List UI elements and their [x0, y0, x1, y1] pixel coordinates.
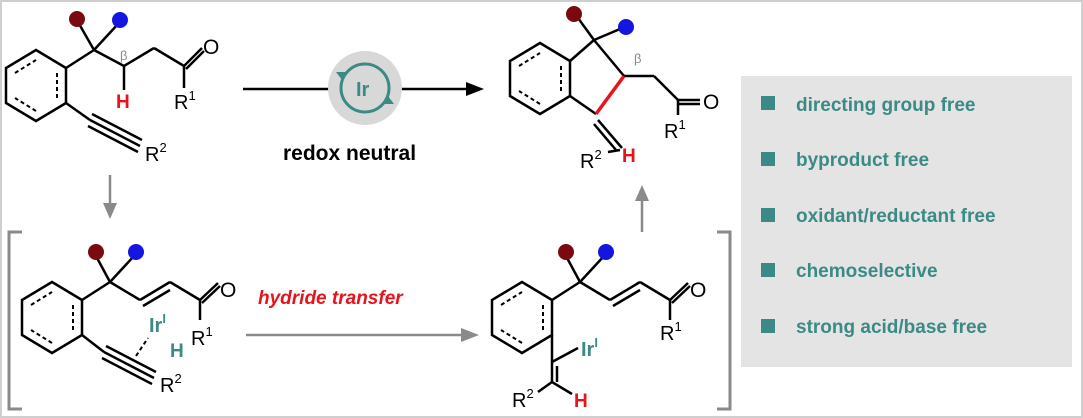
feature-item-4: chemoselective — [761, 261, 938, 282]
r2-label: R2 — [145, 140, 167, 166]
arrowhead-icon — [103, 203, 117, 219]
feature-panel: directing group free byproduct free oxid… — [741, 76, 1072, 367]
substituent-maroon-icon — [558, 244, 574, 260]
feature-item-1: directing group free — [761, 95, 975, 116]
r1-label: R1 — [660, 319, 682, 345]
feature-text-1: directing group free — [796, 95, 975, 116]
intermediate-1: O IrI H R1 R2 — [20, 244, 236, 397]
feature-panel-background — [741, 76, 1072, 367]
new-bond — [594, 74, 626, 116]
feature-item-5: strong acid/base free — [761, 317, 987, 338]
hydride-transfer-arrow: hydride transfer — [246, 288, 479, 342]
ir-i-label: IrI — [149, 311, 166, 337]
oxygen-label: O — [203, 36, 219, 59]
feature-bullet-icon — [761, 96, 775, 110]
h-atom-label: H — [116, 92, 130, 113]
redox-neutral-label: redox neutral — [283, 142, 416, 165]
ir-i-label: IrI — [581, 335, 598, 361]
r2-label: R2 — [160, 371, 182, 397]
h-atom-label: H — [622, 146, 636, 167]
r2-label: R2 — [512, 386, 534, 412]
h-atom-label: H — [170, 341, 184, 362]
catalyst-ir-label: Ir — [356, 79, 370, 101]
feature-text-3: oxidant/reductant free — [796, 206, 996, 227]
substituent-maroon-icon — [69, 11, 85, 27]
down-arrow — [103, 175, 117, 219]
product: β O R1 R2 H — [508, 6, 719, 173]
substituent-blue-icon — [598, 244, 614, 260]
arrowhead-icon — [466, 82, 484, 96]
substituent-blue-icon — [128, 244, 144, 260]
r1-label: R1 — [664, 117, 686, 143]
substituent-maroon-icon — [566, 6, 582, 22]
intermediate-bracket — [7, 230, 732, 411]
h-atom-label: H — [574, 391, 588, 412]
intermediate-2: O IrI R1 R2 H — [490, 244, 706, 412]
feature-item-2: byproduct free — [761, 150, 929, 171]
feature-text-4: chemoselective — [796, 261, 938, 282]
feature-text-5: strong acid/base free — [796, 317, 987, 338]
substituent-maroon-icon — [88, 244, 104, 260]
arrowhead-icon — [461, 328, 479, 342]
starting-material: β H O R1 R2 — [4, 11, 219, 166]
feature-bullet-icon — [761, 319, 775, 333]
oxygen-label: O — [220, 279, 236, 302]
beta-label: β — [634, 51, 641, 66]
r2-label: R2 — [580, 147, 602, 173]
r1-label: R1 — [191, 324, 213, 350]
catalytic-cycle-icon — [339, 62, 391, 114]
arrowhead-icon — [635, 185, 649, 201]
right-bracket — [717, 230, 732, 411]
feature-bullet-icon — [761, 263, 775, 277]
feature-bullet-icon — [761, 152, 775, 166]
feature-item-3: oxidant/reductant free — [761, 206, 996, 227]
left-bracket — [7, 230, 22, 411]
hydride-transfer-label: hydride transfer — [258, 288, 404, 309]
substituent-blue-icon — [112, 12, 128, 28]
redox-neutral-arrow: Ir redox neutral — [243, 51, 484, 165]
r1-label: R1 — [174, 88, 196, 114]
oxygen-label: O — [703, 91, 719, 114]
iridium-catalyst-circle — [328, 51, 402, 125]
feature-bullet-icon — [761, 208, 775, 222]
beta-label: β — [120, 48, 127, 63]
feature-text-2: byproduct free — [796, 150, 929, 171]
substituent-blue-icon — [618, 19, 634, 35]
up-arrow — [635, 185, 649, 232]
oxygen-label: O — [690, 279, 706, 302]
